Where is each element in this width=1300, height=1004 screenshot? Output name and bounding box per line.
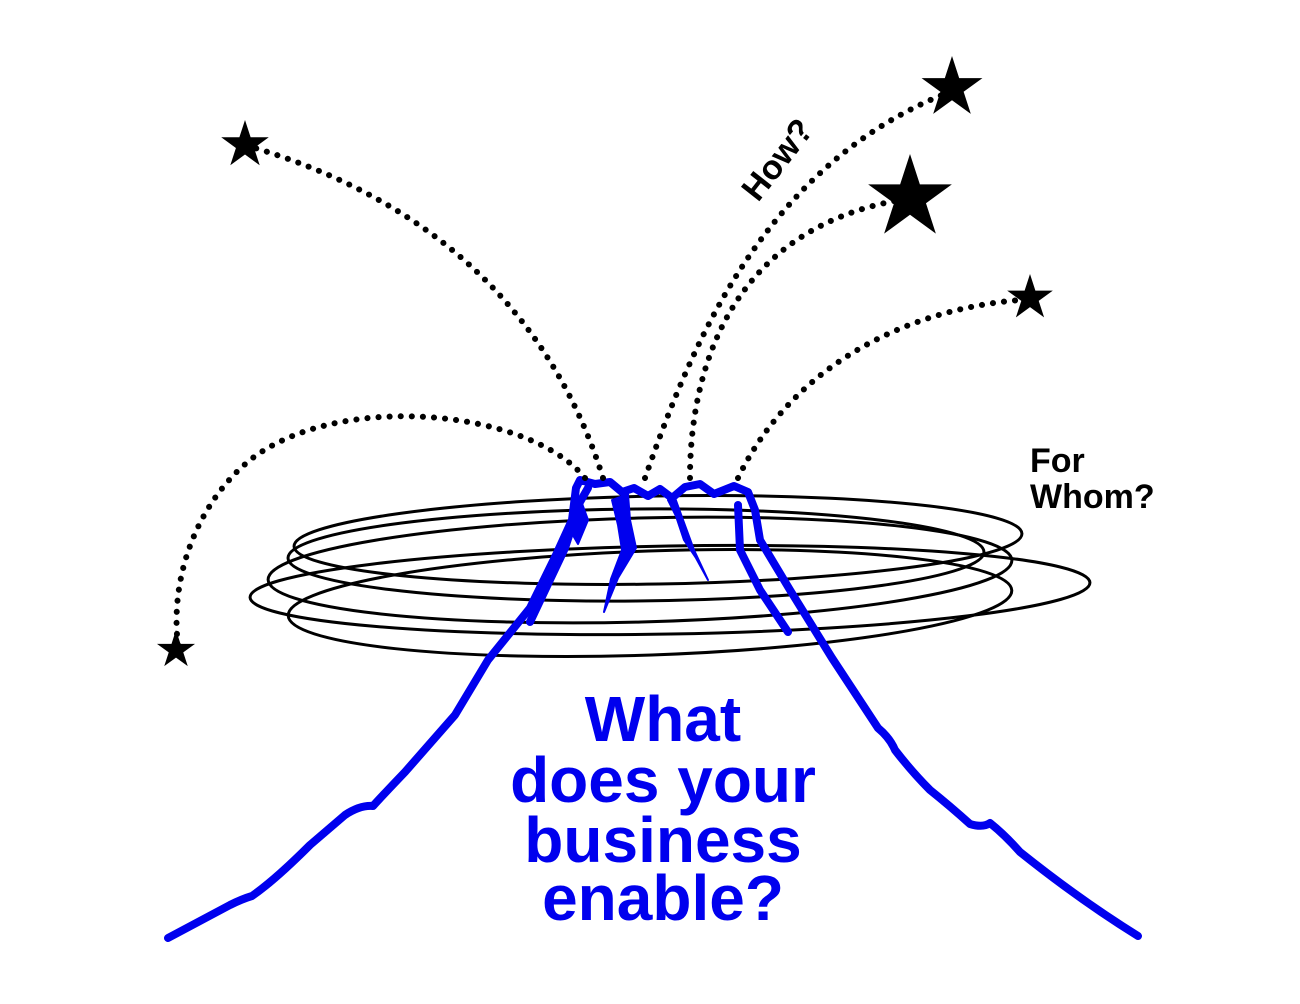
crater-crack (603, 493, 637, 613)
question-line: business (524, 804, 801, 876)
star-icon (221, 120, 269, 166)
star-icon (1007, 274, 1053, 318)
orbit-ring (286, 548, 1014, 658)
stars (156, 56, 1053, 667)
orbit-ring (286, 507, 986, 603)
trail-to-upper-left-star (252, 145, 606, 481)
star-icon (868, 154, 952, 234)
trail-to-large-star (687, 197, 903, 481)
orbit-rings (248, 494, 1092, 658)
question-line: What (585, 683, 741, 755)
question-line: enable? (542, 862, 784, 934)
volcano (164, 476, 1142, 942)
crater-crack (569, 497, 589, 545)
for-whom-label-line1: For (1030, 442, 1085, 480)
orbit-ring (266, 515, 1014, 625)
for-whom-label-line2: Whom? (1030, 478, 1155, 516)
star-icon (921, 56, 983, 114)
volcano-left-slope (164, 476, 1142, 942)
volcano-inner-ridge (734, 501, 792, 636)
crater-crack (667, 494, 709, 581)
orbit-ring (248, 543, 1092, 637)
star-trails (173, 92, 1023, 648)
trail-to-lower-left-star (173, 413, 588, 648)
star-icon (156, 630, 196, 667)
orbit-ring (292, 494, 1024, 586)
how-label: How? (734, 112, 821, 208)
trail-to-top-right-star (642, 92, 945, 481)
trail-to-right-star (735, 297, 1023, 481)
question-line: does your (510, 744, 816, 816)
central-question: What does your business enable? (510, 683, 816, 934)
